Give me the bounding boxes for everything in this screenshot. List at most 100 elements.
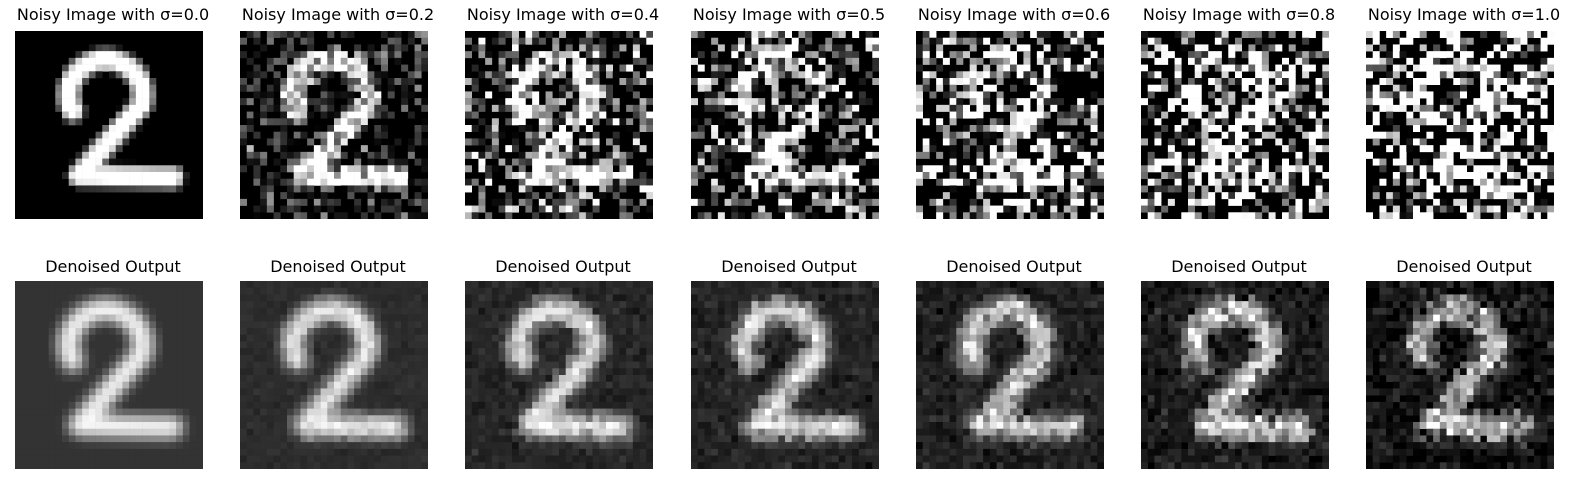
pixel xyxy=(1460,205,1468,213)
pixel xyxy=(606,91,614,99)
pixel xyxy=(572,368,580,376)
pixel xyxy=(394,455,402,463)
pixel xyxy=(929,37,937,45)
pixel xyxy=(82,78,90,86)
pixel xyxy=(394,78,402,86)
pixel xyxy=(253,321,261,329)
pixel xyxy=(532,287,540,295)
pixel xyxy=(75,361,83,369)
pixel xyxy=(82,71,90,79)
pixel xyxy=(724,158,732,166)
pixel xyxy=(347,281,355,289)
pixel xyxy=(498,354,506,362)
pixel xyxy=(401,328,409,336)
pixel xyxy=(1372,158,1380,166)
pixel xyxy=(381,151,389,159)
pixel xyxy=(697,78,705,86)
pixel xyxy=(552,138,560,146)
pixel xyxy=(287,428,295,436)
pixel xyxy=(1406,71,1414,79)
pixel xyxy=(1261,51,1269,59)
pixel xyxy=(68,307,76,315)
pixel xyxy=(612,178,620,186)
pixel xyxy=(266,408,274,416)
pixel xyxy=(1466,151,1474,159)
pixel xyxy=(156,321,164,329)
pixel xyxy=(142,104,150,112)
pixel xyxy=(246,422,254,430)
pixel xyxy=(505,192,513,200)
pixel xyxy=(798,44,806,52)
pixel xyxy=(552,368,560,376)
pixel xyxy=(485,165,493,173)
pixel xyxy=(189,435,197,443)
pixel xyxy=(142,111,150,119)
pixel xyxy=(1147,198,1155,206)
pixel xyxy=(189,455,197,463)
pixel xyxy=(1500,98,1508,106)
pixel xyxy=(1547,78,1554,86)
pixel xyxy=(122,185,130,193)
pixel xyxy=(969,78,977,86)
pixel xyxy=(1188,138,1196,146)
pixel xyxy=(525,37,533,45)
pixel xyxy=(1406,31,1414,39)
pixel xyxy=(1201,125,1209,133)
pixel xyxy=(697,165,705,173)
pixel xyxy=(327,51,335,59)
pixel xyxy=(1016,71,1024,79)
pixel xyxy=(1366,84,1374,92)
pixel xyxy=(552,71,560,79)
pixel xyxy=(969,31,977,39)
pixel xyxy=(1439,205,1447,213)
pixel xyxy=(1167,158,1175,166)
pixel xyxy=(287,84,295,92)
pixel xyxy=(394,415,402,423)
pixel xyxy=(1372,37,1380,45)
pixel xyxy=(1540,84,1548,92)
pixel xyxy=(478,192,486,200)
pixel xyxy=(949,165,957,173)
pixel xyxy=(320,401,328,409)
pixel xyxy=(1174,151,1182,159)
pixel xyxy=(1493,64,1501,72)
pixel xyxy=(334,57,342,65)
pixel xyxy=(327,125,335,133)
pixel xyxy=(1161,111,1169,119)
pixel xyxy=(293,151,301,159)
pixel xyxy=(169,408,177,416)
pixel xyxy=(942,78,950,86)
pixel xyxy=(778,151,786,159)
pixel xyxy=(1453,165,1461,173)
pixel xyxy=(334,301,342,309)
pixel xyxy=(300,111,308,119)
pixel xyxy=(1413,192,1421,200)
pixel xyxy=(1392,104,1400,112)
pixel xyxy=(162,368,170,376)
pixel xyxy=(579,198,587,206)
pixel xyxy=(354,51,362,59)
pixel xyxy=(1077,198,1085,206)
pixel xyxy=(1466,145,1474,153)
pixel xyxy=(82,422,90,430)
pixel xyxy=(471,348,479,356)
pixel xyxy=(626,328,634,336)
pixel xyxy=(565,348,573,356)
pixel xyxy=(929,172,937,180)
pixel xyxy=(916,91,924,99)
pixel xyxy=(825,71,833,79)
pixel xyxy=(293,281,301,289)
pixel xyxy=(1533,71,1541,79)
pixel xyxy=(697,64,705,72)
pixel xyxy=(545,205,553,213)
pixel xyxy=(498,334,506,342)
pixel xyxy=(532,57,540,65)
pixel xyxy=(414,98,422,106)
pixel xyxy=(626,348,634,356)
pixel xyxy=(35,361,43,369)
pixel xyxy=(1208,151,1216,159)
pixel xyxy=(518,118,526,126)
pixel xyxy=(253,158,261,166)
pixel xyxy=(334,131,342,139)
pixel xyxy=(1275,71,1283,79)
